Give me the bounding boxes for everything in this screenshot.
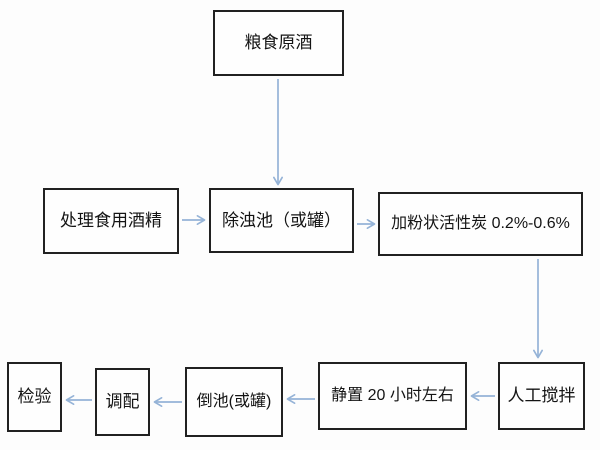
node-turbidity-removal-pool: 除浊池（或罐） — [209, 188, 354, 253]
node-stand-still-20h: 静置 20 小时左右 — [318, 362, 467, 430]
node-grain-raw-liquor: 粮食原酒 — [213, 10, 344, 76]
node-blending: 调配 — [95, 368, 150, 436]
node-inspection: 检验 — [7, 362, 62, 432]
node-manual-stirring: 人工搅拌 — [498, 362, 585, 430]
node-add-activated-carbon: 加粉状活性炭 0.2%-0.6% — [378, 192, 583, 256]
node-treat-edible-alcohol: 处理食用酒精 — [43, 188, 179, 254]
node-pour-pool: 倒池(或罐) — [185, 367, 283, 437]
